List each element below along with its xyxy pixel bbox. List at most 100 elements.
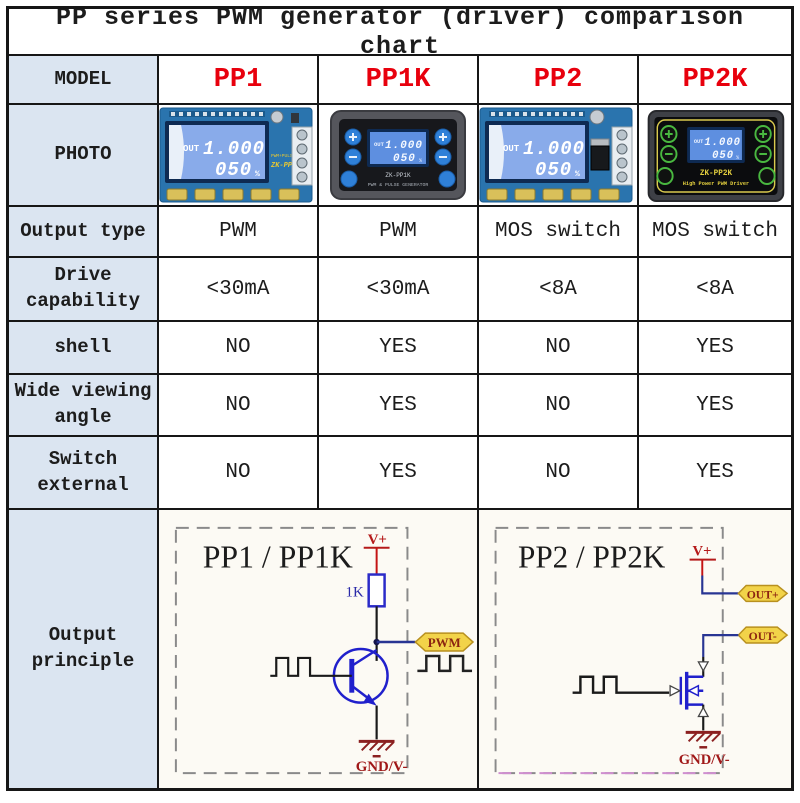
pp1-board-label: ZK-PP1	[270, 162, 296, 170]
pp1-potentiometer	[270, 110, 284, 124]
switch-external-value: YES	[638, 436, 792, 509]
out-minus-tag: OUT-	[737, 626, 789, 644]
viewing-angle-value: YES	[638, 374, 792, 436]
diagram-title: PP1 / PP1K	[203, 540, 353, 575]
svg-text:%: %	[736, 155, 739, 161]
diagram-title: PP2 / PP2K	[518, 539, 666, 574]
pp2-pin-header	[489, 111, 585, 117]
shell-value: NO	[158, 321, 318, 374]
svg-text:OUT+: OUT+	[747, 587, 779, 601]
svg-text:OUT: OUT	[694, 139, 704, 145]
drive-capability-value: <8A	[478, 257, 638, 321]
shell-row-label: shell	[8, 321, 158, 374]
pp2-board-image: OUT 1.000 050 %	[479, 105, 637, 205]
output-type-value: MOS switch	[478, 206, 638, 257]
switch-external-value: NO	[478, 436, 638, 509]
svg-text:V+: V+	[368, 532, 387, 548]
drive-capability-row-label: Drive capability	[8, 257, 158, 321]
arrow-up	[697, 706, 710, 718]
pp2-terminal-block	[611, 126, 633, 186]
gnd-label: GND/V-	[356, 759, 408, 775]
svg-text:OUT-: OUT-	[749, 629, 777, 643]
table-title: PP series PWM generator (driver) compari…	[8, 8, 792, 55]
pp1-component	[291, 113, 299, 123]
pp1-tiny-label: PWM+PULSE	[271, 153, 296, 159]
pwm-tag: PWM	[414, 632, 475, 652]
input-waveform-and-gate-wire	[572, 675, 670, 694]
photo-pp2: OUT 1.000 050 %	[478, 104, 638, 206]
model-name-pp1k: PP1K	[318, 55, 478, 104]
vplus-symbol: V+	[689, 544, 716, 576]
pp1k-lcd: OUT 1.000 050 %	[367, 129, 429, 167]
pp2-potentiometer	[589, 109, 605, 125]
svg-text:OUT: OUT	[503, 144, 520, 154]
junction-dot	[373, 638, 380, 646]
svg-text:OUT: OUT	[374, 141, 385, 148]
photo-pp1: OUT 1.000 050 % PWM+PULSE ZK-PP1	[158, 104, 318, 206]
viewing-angle-row-label: Wide viewing angle	[8, 374, 158, 436]
shell-value: YES	[638, 321, 792, 374]
arrow-down	[697, 661, 710, 673]
model-name-pp1: PP1	[158, 55, 318, 104]
pp1-buttons	[166, 188, 300, 201]
ground-symbol	[685, 730, 721, 749]
pp2-mosfet	[590, 138, 610, 171]
drive-capability-value: <30mA	[158, 257, 318, 321]
switch-external-value: NO	[158, 436, 318, 509]
photo-pp1k: OUT 1.000 050 % ZK-PP1K PWM & PULSE GENE…	[318, 104, 478, 206]
out-plus-tag: OUT+	[737, 584, 789, 603]
svg-text:1.000: 1.000	[704, 137, 741, 149]
pp1-pin-header	[169, 111, 265, 117]
pp2k-subtitle: High Power PWM Driver	[683, 181, 749, 187]
svg-text:1K: 1K	[346, 584, 364, 600]
svg-text:050: 050	[712, 150, 734, 162]
ground-symbol	[358, 739, 395, 758]
pp1k-buttons	[340, 128, 456, 188]
drive-capability-value: <30mA	[318, 257, 478, 321]
switch-external-value: YES	[318, 436, 478, 509]
output-type-value: PWM	[158, 206, 318, 257]
svg-text:050: 050	[535, 159, 572, 181]
wire-to-out-plus	[701, 575, 739, 595]
pp1-circuit-diagram: PP1 / PP1K V+ 1K PWM	[159, 510, 477, 788]
output-principle-row-label: Output principle	[8, 509, 158, 789]
svg-text:1.000: 1.000	[523, 138, 585, 160]
svg-text:050: 050	[215, 159, 252, 181]
output-principle-diagram-pp1: PP1 / PP1K V+ 1K PWM	[158, 509, 478, 789]
pp2k-device-image: OUT 1.000 050 % ZK-PP2K High Power PWM D…	[639, 105, 791, 205]
pp2k-buttons	[656, 125, 776, 185]
output-type-value: MOS switch	[638, 206, 792, 257]
wire-to-drain	[702, 634, 739, 657]
output-type-row-label: Output type	[8, 206, 158, 257]
svg-text:V+: V+	[693, 544, 712, 560]
output-waveform	[417, 654, 473, 673]
comparison-table: PP series PWM generator (driver) compari…	[6, 6, 794, 791]
input-waveform-and-base-wire	[270, 656, 352, 677]
viewing-angle-value: NO	[158, 374, 318, 436]
shell-value: NO	[478, 321, 638, 374]
model-row-label: MODEL	[8, 55, 158, 104]
viewing-angle-value: NO	[478, 374, 638, 436]
pp1-terminal-block	[291, 126, 313, 186]
pp2-buttons	[486, 188, 620, 201]
resistor-1k: 1K	[346, 573, 386, 608]
svg-text:%: %	[419, 158, 422, 164]
output-type-value: PWM	[318, 206, 478, 257]
model-name-pp2: PP2	[478, 55, 638, 104]
viewing-angle-value: YES	[318, 374, 478, 436]
vplus-symbol: V+	[363, 532, 390, 575]
gnd-label: GND/V-	[679, 752, 730, 768]
svg-text:PWM: PWM	[428, 635, 461, 650]
pp1k-device-image: OUT 1.000 050 % ZK-PP1K PWM & PULSE GENE…	[319, 105, 477, 205]
pp2k-model-label: ZK-PP2K	[700, 169, 733, 178]
pp1k-subtitle: PWM & PULSE GENERATOR	[368, 182, 429, 188]
pp2k-yellow-outline	[656, 119, 776, 193]
pp2-circuit-diagram: PP2 / PP2K V+ OUT+ OUT-	[479, 510, 791, 788]
pp1k-model-label: ZK-PP1K	[385, 172, 411, 179]
svg-text:050: 050	[393, 153, 416, 165]
svg-text:1.000: 1.000	[385, 140, 423, 152]
svg-text:1.000: 1.000	[203, 138, 265, 160]
svg-text:%: %	[255, 170, 260, 179]
photo-pp2k: OUT 1.000 050 % ZK-PP2K High Power PWM D…	[638, 104, 792, 206]
svg-text:%: %	[575, 170, 580, 179]
